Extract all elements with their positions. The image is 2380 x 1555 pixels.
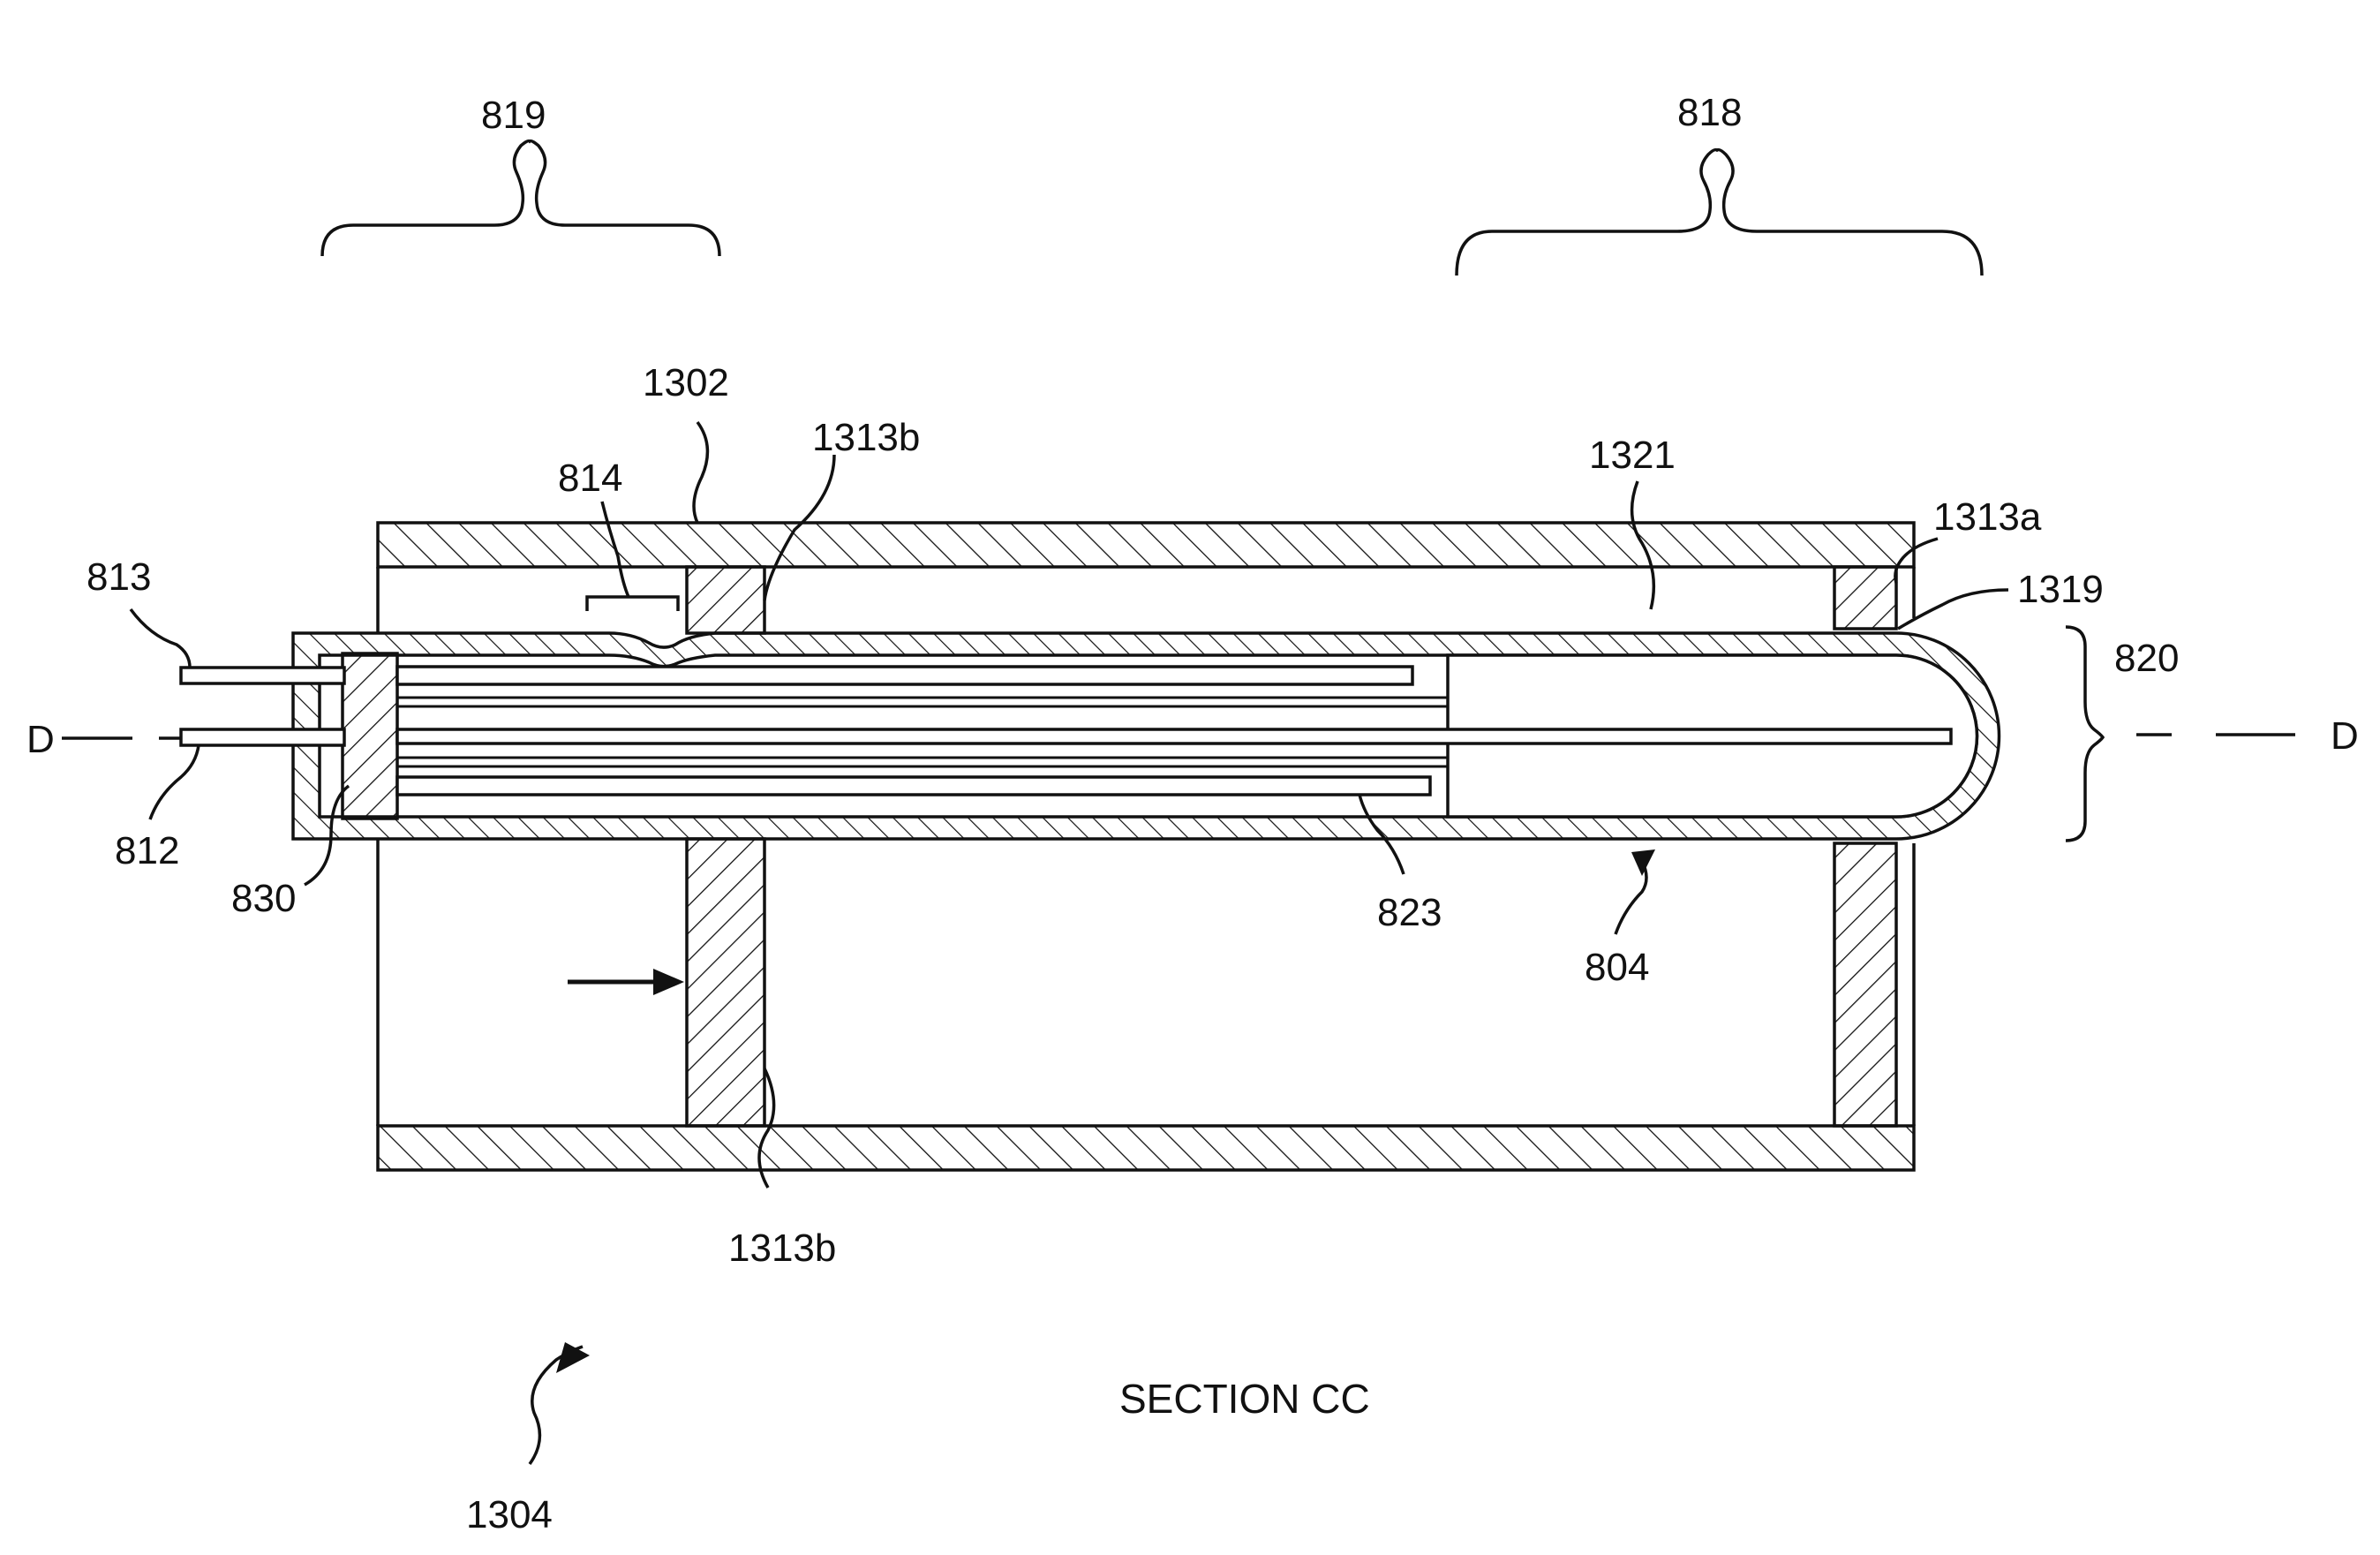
label-813: 813 <box>87 555 151 599</box>
label-1313b-top: 1313b <box>812 416 920 459</box>
leader-lines <box>131 422 2008 1464</box>
support-1313b-lower <box>687 839 764 1126</box>
label-1321: 1321 <box>1589 434 1676 477</box>
leader-1302 <box>694 422 707 523</box>
label-1319: 1319 <box>2017 568 2104 611</box>
dimension-814 <box>587 597 678 611</box>
label-1302: 1302 <box>643 361 729 404</box>
label-1304: 1304 <box>466 1493 553 1536</box>
end-cap-830 <box>343 653 397 819</box>
arrow-1304-head <box>556 1342 590 1373</box>
lead-813 <box>181 668 344 683</box>
axis-label-right: D <box>2331 714 2359 758</box>
label-814: 814 <box>558 457 622 500</box>
brace-819 <box>322 141 719 256</box>
housing-1302 <box>378 523 1914 1170</box>
label-1313a: 1313a <box>1933 495 2042 539</box>
housing-bottom-wall <box>378 1126 1914 1170</box>
label-823: 823 <box>1377 891 1442 934</box>
label-1313b-bottom: 1313b <box>728 1227 836 1270</box>
probe-804 <box>293 633 2000 839</box>
leader-813 <box>131 609 190 668</box>
arrow-804-head <box>1631 849 1655 876</box>
central-conductor <box>397 729 1951 744</box>
leader-1304 <box>530 1347 583 1464</box>
label-830: 830 <box>231 877 296 920</box>
inner-strip-lower <box>397 777 1430 795</box>
label-804: 804 <box>1585 946 1649 989</box>
brace-818 <box>1457 150 1982 276</box>
axis-label-left: D <box>26 718 55 761</box>
label-819: 819 <box>481 94 546 137</box>
lead-812 <box>181 729 344 745</box>
support-1313a-lower <box>1834 843 1896 1126</box>
leader-812 <box>150 745 199 819</box>
label-818: 818 <box>1677 91 1742 134</box>
brace-820 <box>2066 627 2103 841</box>
flow-arrow <box>568 969 684 995</box>
label-820: 820 <box>2114 637 2179 680</box>
support-1313a-upper <box>1834 567 1896 629</box>
label-812: 812 <box>115 829 179 872</box>
inner-strip-upper <box>397 667 1412 684</box>
figure-caption: SECTION CC <box>1119 1376 1370 1422</box>
support-1313b-upper <box>687 567 764 633</box>
